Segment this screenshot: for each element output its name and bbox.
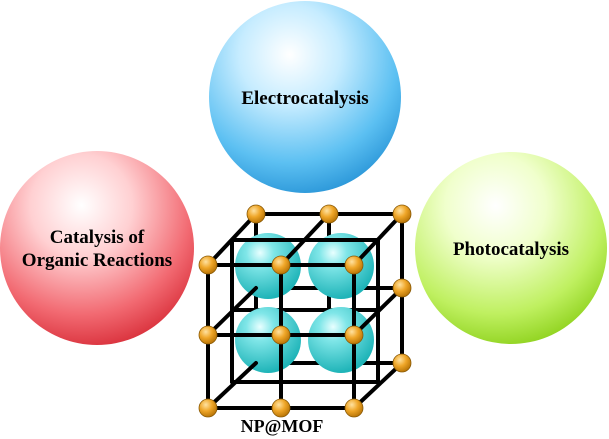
metal-node bbox=[344, 398, 364, 418]
electrocatalysis-label: Electrocatalysis bbox=[241, 88, 368, 109]
metal-node bbox=[271, 325, 291, 345]
metal-node bbox=[319, 204, 339, 224]
sphere-electrocatalysis: Electrocatalysis bbox=[209, 1, 401, 193]
metal-node bbox=[392, 353, 412, 373]
mof-lattice bbox=[198, 204, 412, 418]
metal-node bbox=[198, 325, 218, 345]
organic-label-line2: Organic Reactions bbox=[22, 250, 172, 271]
metal-node bbox=[344, 325, 364, 345]
organic-label-line1: Catalysis of bbox=[50, 227, 145, 248]
np-mof-caption: NP@MOF bbox=[241, 416, 324, 436]
nanoparticle bbox=[308, 307, 374, 373]
metal-node bbox=[271, 255, 291, 275]
photocatalysis-label: Photocatalysis bbox=[453, 239, 569, 260]
metal-node bbox=[344, 255, 364, 275]
sphere-photocatalysis: Photocatalysis bbox=[415, 152, 607, 344]
nanoparticle bbox=[235, 307, 301, 373]
metal-nodes bbox=[198, 204, 412, 418]
sphere-catalysis-organic-reactions: Catalysis of Organic Reactions bbox=[0, 151, 194, 345]
metal-node bbox=[198, 398, 218, 418]
metal-node bbox=[392, 278, 412, 298]
metal-node bbox=[392, 204, 412, 224]
metal-node bbox=[246, 204, 266, 224]
metal-node bbox=[271, 398, 291, 418]
metal-node bbox=[198, 255, 218, 275]
